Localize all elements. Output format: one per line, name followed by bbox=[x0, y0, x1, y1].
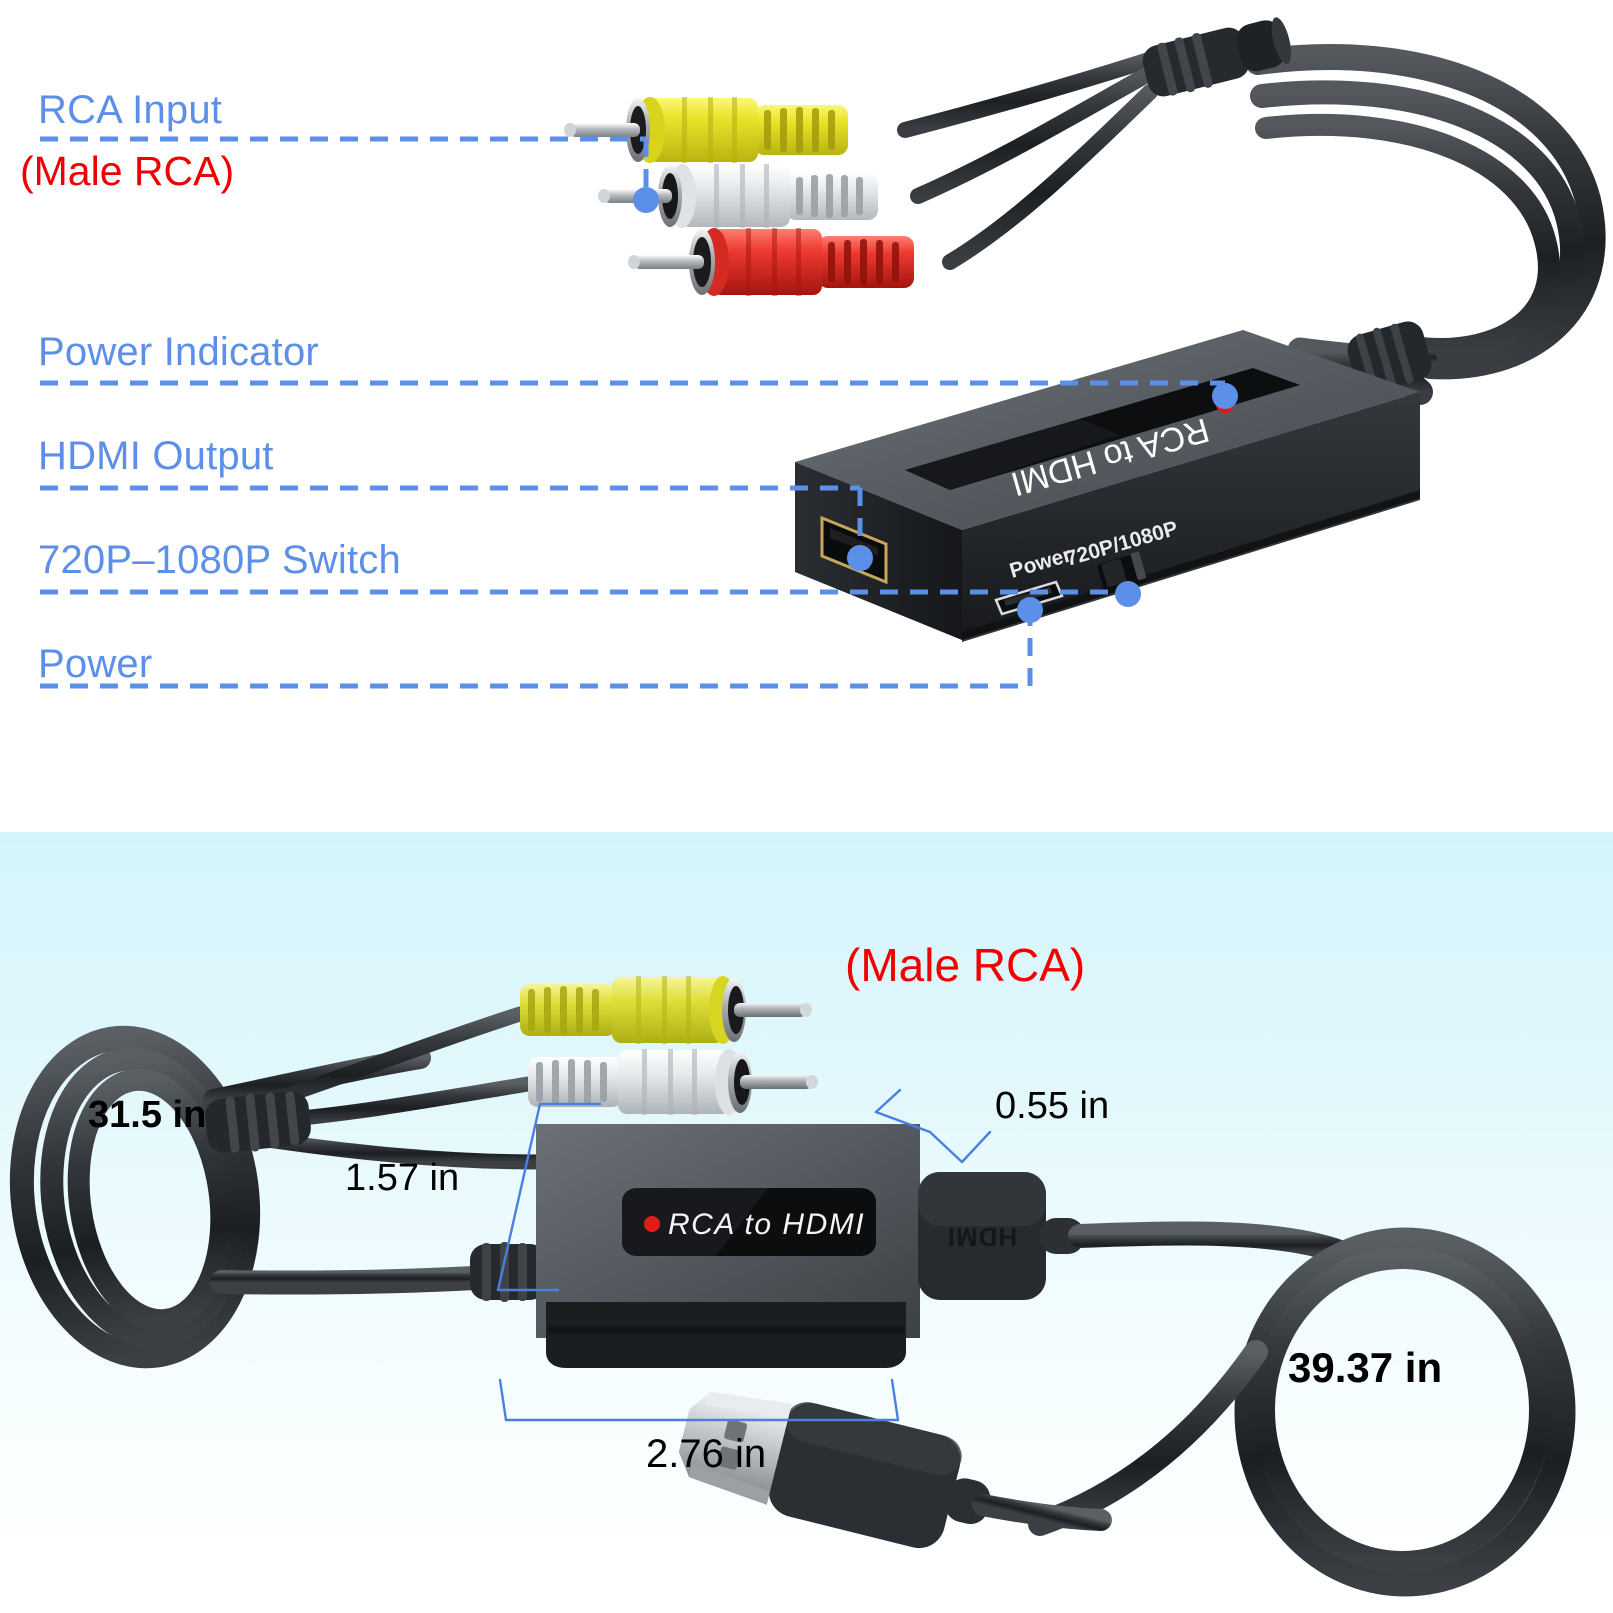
bottom-panel-dimension-diagram: RCA to HDMI HDMI bbox=[0, 832, 1613, 1613]
hdmi-housing: HDMI bbox=[918, 1172, 1084, 1300]
callout-label-hdmi-output: HDMI Output bbox=[38, 434, 274, 478]
rca-lead-wires bbox=[897, 50, 1163, 270]
cable-coil-top bbox=[1245, 44, 1606, 380]
dimension-box-width: 2.76 in bbox=[646, 1432, 767, 1476]
rca-plug-red bbox=[628, 228, 914, 296]
dot-power bbox=[1017, 597, 1043, 623]
bottom-product-illustration: RCA to HDMI HDMI bbox=[9, 976, 1576, 1597]
dimension-cable-hdmi-length: 39.37 in bbox=[1288, 1344, 1443, 1391]
callout-label-rca-input: RCA Input bbox=[38, 88, 223, 132]
rca-plug-yellow bbox=[564, 97, 848, 163]
cable-coil-rca bbox=[9, 1025, 572, 1369]
power-led-indicator-bottom bbox=[644, 1216, 660, 1232]
dimension-box-height: 1.57 in bbox=[345, 1157, 460, 1199]
top-panel-callout-diagram: Power 720P/1080P RCA to HDMI bbox=[20, 17, 1606, 689]
callout-leader-lines bbox=[40, 136, 1228, 689]
rca-plug-yellow-bottom bbox=[520, 976, 812, 1044]
dot-rca-input bbox=[633, 187, 659, 213]
rca-plug-white-bottom bbox=[528, 1049, 818, 1115]
top-product-illustration: Power 720P/1080P RCA to HDMI bbox=[40, 17, 1606, 689]
dot-power-indicator bbox=[1212, 383, 1238, 409]
hdmi-housing-label: HDMI bbox=[947, 1222, 1017, 1252]
hdmi-plug bbox=[678, 1391, 1112, 1549]
bottom-label-male-rca: (Male RCA) bbox=[845, 939, 1086, 991]
callout-label-resolution-switch: 720P–1080P Switch bbox=[38, 538, 401, 582]
callout-label-power-indicator: Power Indicator bbox=[38, 330, 319, 374]
converter-device-bottom: RCA to HDMI HDMI bbox=[470, 1124, 1084, 1368]
converter-device-top: Power 720P/1080P RCA to HDMI bbox=[795, 321, 1432, 642]
dimension-box-thickness: 0.55 in bbox=[995, 1085, 1110, 1127]
dimension-brackets bbox=[496, 1088, 992, 1422]
device-brand-label-bottom: RCA to HDMI bbox=[668, 1208, 865, 1241]
callout-label-male-rca: (Male RCA) bbox=[20, 148, 235, 194]
cable-splitter-boot bbox=[1142, 17, 1292, 97]
dot-switch bbox=[1115, 581, 1141, 607]
callout-endpoint-dots bbox=[633, 187, 1238, 623]
dimension-cable-rca-length: 31.5 in bbox=[88, 1094, 207, 1136]
callout-label-power: Power bbox=[38, 642, 153, 686]
rca-plug-white bbox=[598, 164, 878, 228]
cable-coil-hdmi bbox=[1028, 1221, 1576, 1597]
cable-splitter-boot-bottom bbox=[205, 1091, 311, 1153]
dot-hdmi-output bbox=[847, 545, 873, 571]
